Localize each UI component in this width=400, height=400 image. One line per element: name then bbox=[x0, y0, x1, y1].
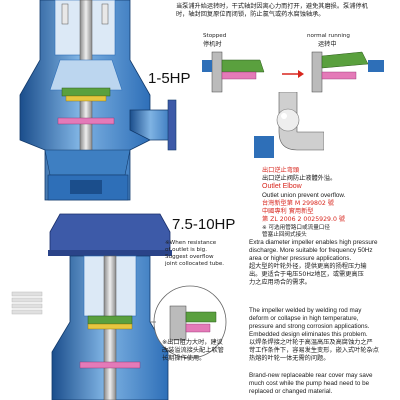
pump-cross-section-large bbox=[11, 213, 227, 400]
weld-cn-1: 以焊条焊接之叶轮于高温高压及高腐蚀力之严 bbox=[249, 339, 373, 346]
seal-running-cn: 运转中 bbox=[318, 41, 337, 48]
bellows-note-en-4: joint collocated tube. bbox=[165, 261, 225, 267]
seal-stopped-en: Stopped bbox=[203, 33, 227, 39]
cover-en-1: Brand-new replaceable rear cover may sav… bbox=[249, 372, 373, 379]
pump-cross-section-small bbox=[19, 0, 177, 201]
cover-en-3: replaced or changed material. bbox=[249, 388, 333, 395]
hp-label-large: 7.5-10HP bbox=[172, 216, 236, 233]
bellows-note-cn-1: ※出口阻力大时，建议 bbox=[162, 339, 223, 346]
elbow-cn-1: 出口逆止弯頭 bbox=[262, 167, 300, 174]
bellows-note-en-2: of outlet is big. bbox=[165, 247, 207, 253]
hp-label-small: 1-5HP bbox=[148, 70, 191, 87]
impeller-en-3: area or higher pressure applications. bbox=[249, 255, 352, 262]
intro-line-1: 当泵浦升始运转时，干式轴封因离心力而打开，避免其磨损。泵浦停机 bbox=[176, 3, 368, 10]
impeller-cn-1: 超大型的叶轮外径，提供更高的扬程压力输 bbox=[249, 263, 367, 270]
cover-en-2: much cost while the pump head need to be bbox=[249, 380, 370, 387]
elbow-cn-2: 出口逆止阀防止液體外溢。 bbox=[262, 175, 337, 182]
weld-en-4: Embedded design eliminates this problem. bbox=[249, 331, 368, 338]
weld-cn-2: 苛工作条件下，容易发生变形，嵌入式叶轮杂点 bbox=[249, 347, 379, 354]
elbow-note-2: 管塞止回阀式接头 bbox=[262, 232, 307, 238]
bellows-note-en-1: ※When resistance bbox=[165, 240, 217, 246]
impeller-en-2: discharge. More suitable for frequency 5… bbox=[249, 247, 373, 254]
elbow-note-1: ※ 可选用管路口或流量口径 bbox=[262, 225, 330, 231]
bellows-note-cn-3: 长期操作使用。 bbox=[162, 355, 206, 362]
weld-en-1: The impeller welded by welding rod may bbox=[249, 307, 362, 314]
elbow-en-1: Outlet Elbow bbox=[262, 183, 302, 190]
elbow-patent-2: 中國專利 實用新型 bbox=[262, 208, 314, 215]
weld-en-3: pressure and strong corrosion applicatio… bbox=[249, 323, 370, 330]
weld-cn-3: 热熔的叶轮一体无需的问题。 bbox=[249, 355, 330, 362]
elbow-diagram bbox=[254, 92, 324, 158]
impeller-en-1: Extra diameter impeller enables high pre… bbox=[249, 239, 378, 246]
intro-line-2: 时，轴封回复原位而闭锁，防止氯气或药水腐蚀轴承。 bbox=[176, 11, 325, 18]
elbow-en-2: Outlet union prevent overflow. bbox=[262, 192, 346, 199]
elbow-patent-1: 台灣新型第 M 299802 號 bbox=[262, 200, 334, 207]
seal-detail-diagram bbox=[202, 51, 384, 93]
weld-en-2: deform or collapse in high temperature, bbox=[249, 315, 359, 322]
seal-running-en: normal running bbox=[307, 33, 350, 39]
impeller-cn-2: 出。更适合于电压50Hz地区，或需更高压 bbox=[249, 271, 364, 278]
elbow-patent-3: 第 ZL 2006 2 0025929.0 號 bbox=[262, 216, 346, 223]
bellows-note-cn-2: 改装溢流接头配上软管 bbox=[162, 347, 224, 354]
seal-stopped-cn: 停机时 bbox=[203, 41, 222, 48]
impeller-cn-3: 力之应用场合的需求。 bbox=[249, 279, 311, 286]
bellows-note-en-3: Suggest overflow bbox=[165, 254, 214, 260]
